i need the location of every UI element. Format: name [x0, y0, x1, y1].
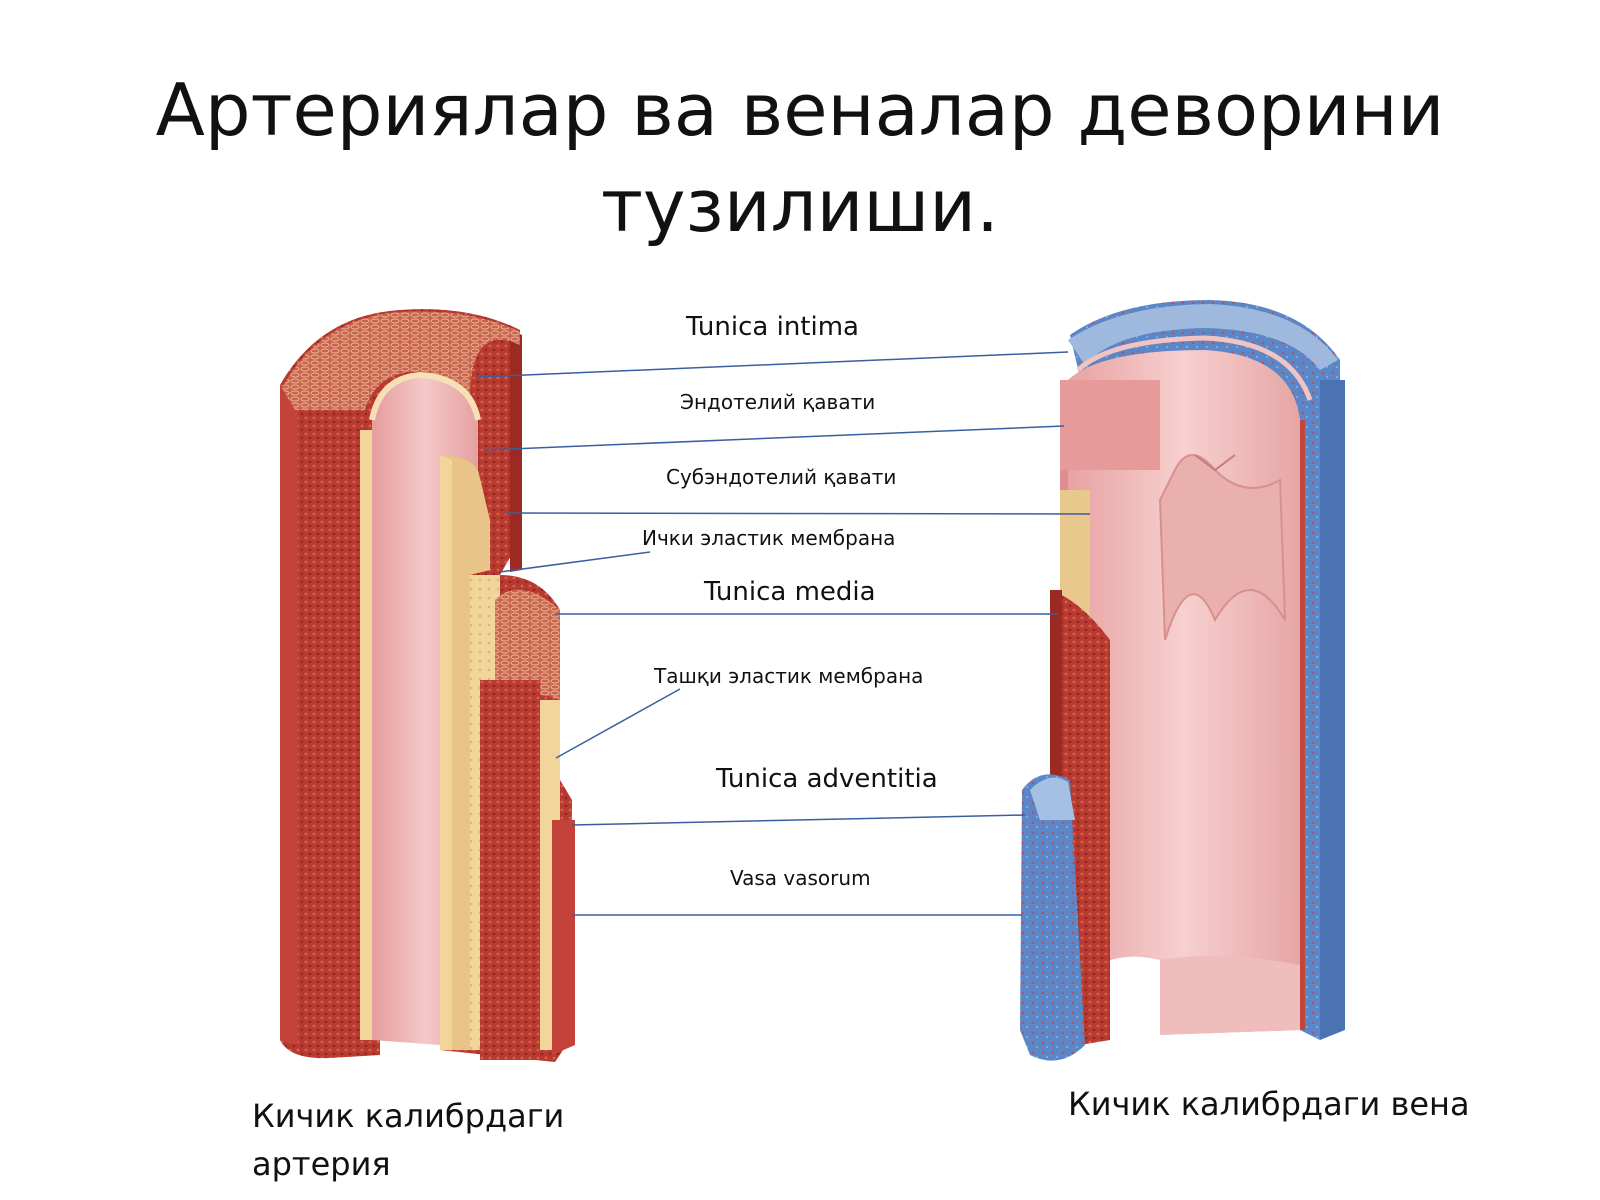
label-tunica-adventitia: Tunica adventitia	[716, 764, 938, 794]
slide-title: Артериялар ва веналар деворини тузилиши.	[100, 62, 1500, 254]
leader-lines	[477, 351, 1091, 916]
caption-artery: Кичик калибрдаги артерия	[252, 1092, 564, 1188]
label-endothelium: Эндотелий қавати	[680, 390, 876, 414]
leader-subendothelium	[504, 512, 1091, 515]
label-tunica-intima: Tunica intima	[686, 312, 859, 342]
label-vasa-vasorum: Vasa vasorum	[730, 866, 871, 890]
leader-tunica-intima	[477, 351, 1069, 378]
label-outer-elastic-membrane: Ташқи эластик мембрана	[654, 664, 924, 688]
vein-valve	[1158, 454, 1286, 641]
label-tunica-media: Tunica media	[704, 577, 876, 607]
artery-intima	[372, 375, 478, 1045]
leader-endothelium	[485, 425, 1065, 451]
title-line-1: Артериялар ва веналар деворини	[155, 68, 1445, 152]
title-line-2: тузилиши.	[600, 164, 999, 248]
caption-artery-line-1: Кичик калибрдаги	[252, 1097, 565, 1135]
leader-tunica-adventitia	[571, 814, 1026, 826]
label-subendothelium: Субэндотелий қавати	[666, 465, 897, 489]
caption-vein: Кичик калибрдаги вена	[1068, 1085, 1470, 1123]
leader-outer-elastic	[555, 688, 681, 759]
vein-illustration	[1020, 300, 1345, 1061]
caption-artery-line-2: артерия	[252, 1145, 391, 1183]
artery-illustration	[280, 309, 575, 1063]
label-inner-elastic-membrane: Ички эластик мембрана	[642, 526, 896, 550]
leader-inner-elastic	[499, 551, 651, 573]
